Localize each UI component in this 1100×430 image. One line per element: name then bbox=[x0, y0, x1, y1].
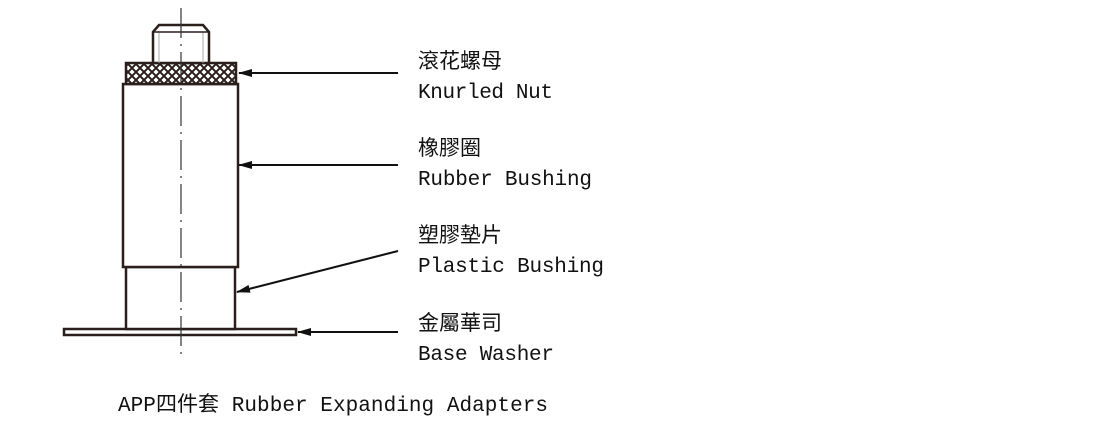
label-rubber-bushing-zh: 橡膠圈 bbox=[418, 137, 481, 162]
label-base-washer-en: Base Washer bbox=[418, 344, 554, 367]
diagram-title: APP四件套 Rubber Expanding Adapters bbox=[118, 393, 548, 418]
label-knurled-nut-zh: 滾花螺母 bbox=[418, 50, 502, 75]
label-plastic-bushing-en: Plastic Bushing bbox=[418, 256, 604, 279]
label-base-washer-zh: 金屬華司 bbox=[418, 312, 502, 337]
leader-arrow-plastic-bushing bbox=[236, 250, 399, 293]
label-rubber-bushing-en: Rubber Bushing bbox=[418, 169, 592, 192]
label-knurled-nut-en: Knurled Nut bbox=[418, 82, 553, 105]
label-plastic-bushing-zh: 塑膠墊片 bbox=[418, 224, 502, 249]
